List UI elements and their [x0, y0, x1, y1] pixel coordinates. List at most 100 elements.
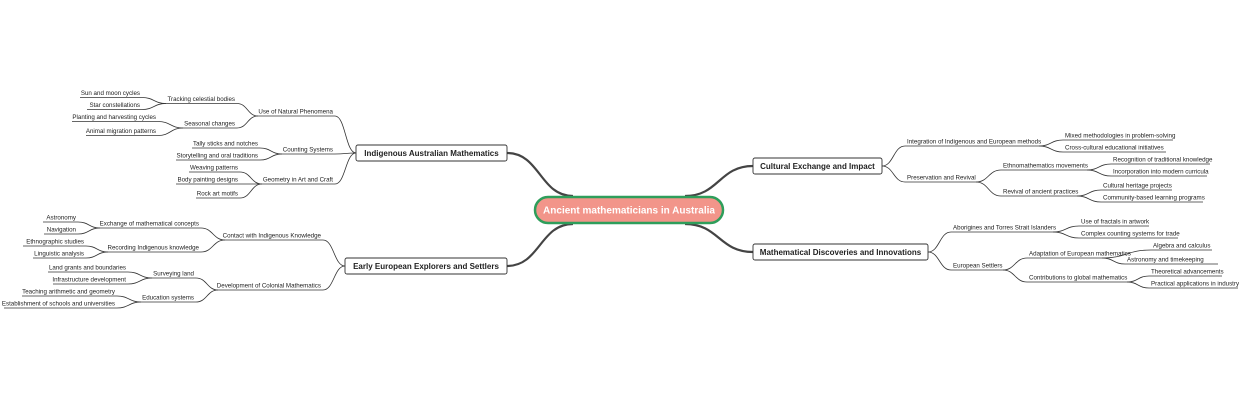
node-european-settlers-label: European Settlers [953, 263, 1003, 270]
node-recording-indigenous-knowledge[interactable]: Recording Indigenous knowledge [107, 245, 201, 253]
node-star-constellations[interactable]: Star constellations [87, 102, 142, 110]
node-use-of-natural-phenomena-label: Use of Natural Phenomena [258, 109, 333, 116]
node-body-painting-designs[interactable]: Body painting designs [176, 177, 240, 185]
node-weaving-patterns[interactable]: Weaving patterns [189, 165, 240, 173]
edge-connector [239, 183, 263, 199]
edge-connector [927, 231, 952, 253]
edge-root-to-branch [506, 151, 574, 198]
branch-early-european-explorers-and-settlers[interactable]: Early European Explorers and Settlers [344, 257, 508, 275]
edge-connector [975, 181, 1002, 197]
node-geometry-in-art-and-craft-label: Geometry in Art and Craft [263, 177, 333, 184]
node-cross-cultural-educational-initiatives-label: Cross-cultural educational initiatives [1065, 145, 1164, 152]
node-teaching-arithmetic-and-geometry-label: Teaching arithmetic and geometry [22, 289, 116, 296]
edge-connector [157, 127, 184, 136]
node-preservation-and-revival[interactable]: Preservation and Revival [905, 175, 976, 183]
edge-connector [927, 251, 952, 271]
node-establishment-of-schools-and-universities[interactable]: Establishment of schools and universitie… [2, 301, 117, 309]
node-exchange-of-mathematical-concepts[interactable]: Exchange of mathematical concepts [100, 221, 201, 229]
node-adaptation-of-european-mathematics[interactable]: Adaptation of European mathematics [1027, 251, 1131, 259]
node-rock-art-motifs[interactable]: Rock art motifs [196, 191, 240, 199]
node-recognition-of-traditional-knowledge[interactable]: Recognition of traditional knowledge [1111, 157, 1213, 165]
node-counting-systems-label: Counting Systems [283, 147, 333, 154]
node-rock-art-motifs-label: Rock art motifs [197, 191, 238, 198]
edge-connector [200, 239, 226, 253]
edge-root-to-branch [684, 164, 754, 198]
branch-label: Indigenous Australian Mathematics [364, 149, 499, 158]
node-aborigines-and-torres-strait-islanders[interactable]: Aborigines and Torres Strait Islanders [951, 225, 1056, 233]
branch-cultural-exchange-and-impact[interactable]: Cultural Exchange and Impact [752, 157, 883, 175]
node-incorporation-into-modern-curricula[interactable]: Incorporation into modern curricula [1111, 169, 1209, 177]
node-seasonal-changes-label: Seasonal changes [184, 121, 235, 128]
node-astronomy-and-timekeeping[interactable]: Astronomy and timekeeping [1125, 257, 1218, 265]
node-theoretical-advancements[interactable]: Theoretical advancements [1149, 269, 1224, 277]
branch-box [355, 144, 508, 162]
node-community-based-learning-programs[interactable]: Community-based learning programs [1101, 195, 1205, 203]
node-land-grants-and-boundaries[interactable]: Land grants and boundaries [48, 265, 128, 273]
edge-connector [116, 295, 142, 303]
connector-layer [77, 97, 1152, 309]
node-exchange-of-mathematical-concepts-label: Exchange of mathematical concepts [100, 221, 199, 228]
node-incorporation-into-modern-curricula-label: Incorporation into modern curricula [1113, 169, 1209, 176]
node-cultural-heritage-projects[interactable]: Cultural heritage projects [1101, 183, 1172, 191]
edge-connector [1101, 249, 1152, 259]
node-cross-cultural-educational-initiatives[interactable]: Cross-cultural educational initiatives [1063, 145, 1166, 153]
node-infrastructure-development[interactable]: Infrastructure development [52, 277, 128, 285]
edge-connector [975, 169, 1002, 183]
node-use-of-fractals-in-artwork[interactable]: Use of fractals in artwork [1079, 219, 1150, 227]
node-weaving-patterns-label: Weaving patterns [190, 165, 238, 172]
node-european-settlers[interactable]: European Settlers [951, 263, 1003, 271]
edge-connector [1052, 225, 1080, 233]
node-algebra-and-calculus[interactable]: Algebra and calculus [1151, 243, 1212, 251]
node-revival-of-ancient-practices[interactable]: Revival of ancient practices [1001, 189, 1078, 197]
node-navigation-label: Navigation [47, 227, 77, 234]
node-ethnographic-studies-label: Ethnographic studies [26, 239, 84, 246]
node-planting-and-harvesting-cycles[interactable]: Planting and harvesting cycles [72, 114, 158, 122]
edge-connector [116, 301, 142, 309]
edge-connector [195, 277, 219, 291]
node-navigation[interactable]: Navigation [44, 227, 78, 235]
node-layer: Use of Natural Phenomena Tracking celesti… [2, 90, 1240, 309]
node-surveying-land[interactable]: Surveying land [152, 271, 196, 279]
node-seasonal-changes[interactable]: Seasonal changes [183, 121, 237, 129]
branch-indigenous-australian-mathematics[interactable]: Indigenous Australian Mathematics [355, 144, 508, 162]
edge-connector [334, 152, 357, 155]
edge-connector [77, 227, 101, 235]
node-geometry-in-art-and-craft[interactable]: Geometry in Art and Craft [262, 177, 335, 185]
node-mixed-methodologies-in-problem-solving[interactable]: Mixed methodologies in problem-solving [1063, 133, 1176, 141]
edge-connector [1126, 281, 1150, 289]
node-sun-and-moon-cycles[interactable]: Sun and moon cycles [80, 90, 142, 98]
root-node[interactable]: Ancient mathematicians in Australia [533, 195, 725, 225]
node-linguistic-analysis[interactable]: Linguistic analysis [33, 251, 86, 259]
edge-connector [1038, 139, 1064, 147]
branch-mathematical-discoveries-and-innovations[interactable]: Mathematical Discoveries and Innovations [752, 243, 929, 261]
node-land-grants-and-boundaries-label: Land grants and boundaries [49, 265, 126, 272]
root-node-label: Ancient mathematicians in Australia [543, 206, 715, 217]
node-tally-sticks-and-notches[interactable]: Tally sticks and notches [192, 141, 260, 149]
node-storytelling-and-oral-traditions[interactable]: Storytelling and oral traditions [176, 153, 260, 161]
node-ethnomathematics-movements[interactable]: Ethnomathematics movements [1001, 163, 1088, 171]
edge-connector [1052, 231, 1080, 239]
node-education-systems[interactable]: Education systems [141, 295, 196, 303]
node-astronomy-label: Astronomy [46, 215, 76, 222]
node-development-of-colonial-mathematics[interactable]: Development of Colonial Mathematics [217, 283, 323, 291]
node-integration-of-indigenous-and-european-methods[interactable]: Integration of Indigenous and European m… [905, 139, 1041, 147]
node-practical-applications-in-industry[interactable]: Practical applications in industry [1149, 281, 1240, 289]
edge-connector [881, 145, 906, 167]
node-astronomy-and-timekeeping-label: Astronomy and timekeeping [1127, 257, 1204, 264]
branch-box [752, 157, 883, 175]
node-astronomy[interactable]: Astronomy [43, 215, 78, 223]
node-development-of-colonial-mathematics-label: Development of Colonial Mathematics [217, 283, 321, 290]
node-teaching-arithmetic-and-geometry[interactable]: Teaching arithmetic and geometry [22, 289, 117, 297]
node-counting-systems[interactable]: Counting Systems [282, 147, 335, 155]
node-animal-migration-patterns[interactable]: Animal migration patterns [86, 128, 158, 136]
node-contact-with-indigenous-knowledge[interactable]: Contact with Indigenous Knowledge [223, 233, 323, 241]
edge-connector [322, 265, 346, 291]
node-ethnographic-studies[interactable]: Ethnographic studies [23, 239, 86, 247]
node-tracking-celestial-bodies[interactable]: Tracking celestial bodies [166, 96, 237, 104]
node-complex-counting-systems-for-trade[interactable]: Complex counting systems for trade [1079, 231, 1180, 239]
node-ethnomathematics-movements-label: Ethnomathematics movements [1003, 163, 1088, 170]
node-surveying-land-label: Surveying land [153, 271, 194, 278]
node-contributions-to-global-mathematics[interactable]: Contributions to global mathematics [1027, 275, 1127, 283]
node-use-of-natural-phenomena[interactable]: Use of Natural Phenomena [258, 109, 335, 117]
